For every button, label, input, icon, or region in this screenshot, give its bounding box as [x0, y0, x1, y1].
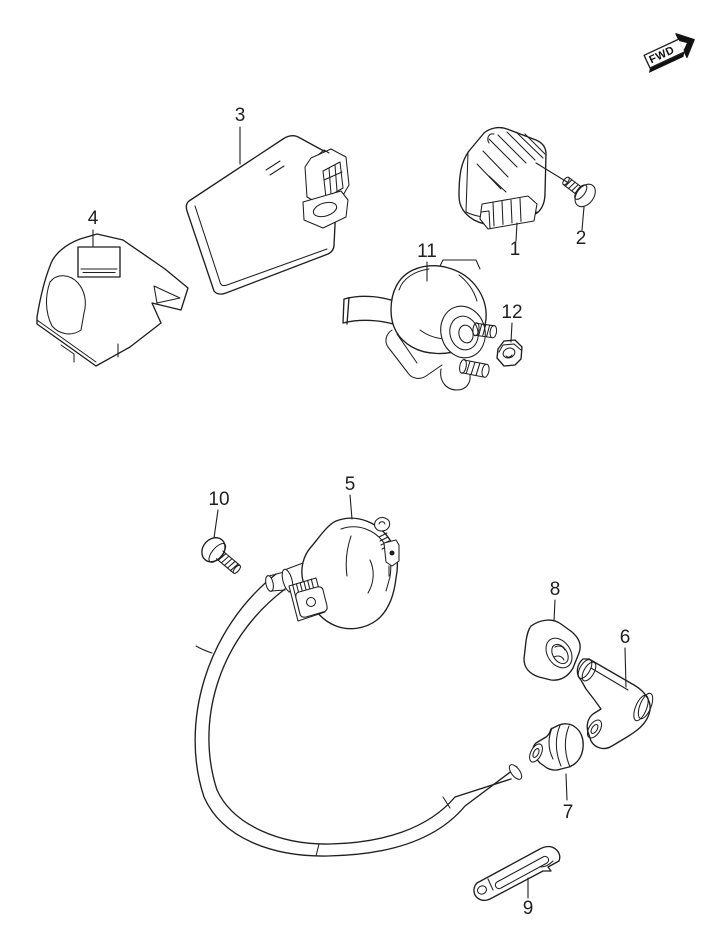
part-terminal-cap [523, 619, 581, 681]
relay-face-outer [440, 305, 486, 359]
fwd-arrow-head-notch [679, 41, 687, 51]
cdi-box-rounded-edge [194, 205, 328, 287]
plugcap-end-ring-1 [577, 659, 593, 679]
part-regulator-rectifier [458, 126, 568, 230]
lead-outer-curve [194, 573, 518, 857]
callout-9-label: 9 [523, 898, 534, 919]
clamp-slot [494, 855, 550, 890]
relay-bottom-boss [440, 368, 471, 391]
callout-5-label: 5 [345, 474, 356, 495]
part-screw-10 [201, 537, 241, 574]
callout-12-leader [510, 322, 513, 343]
fwd-arrow-shadow [648, 51, 685, 73]
callout-12-label: 12 [501, 302, 522, 323]
clamp-details [487, 860, 554, 891]
relay-wire-harness [342, 295, 408, 330]
mount-arch-cutout [45, 275, 86, 335]
callout-8-leader [553, 599, 556, 622]
regulator-connector-pins [480, 197, 522, 229]
clamp-hole [477, 885, 487, 895]
cdi-connector-upper-pins [322, 161, 344, 199]
nut-hole-chamfer [505, 354, 513, 358]
relay-face-mid [449, 315, 479, 351]
callout-6-label: 6 [620, 627, 631, 648]
part-cdi-unit [185, 135, 350, 295]
callout-labels: 3 4 1 2 11 12 10 5 8 6 7 9 [88, 105, 631, 919]
plugcap-end-ring-2 [581, 661, 597, 682]
screw10-head-rim [208, 543, 227, 563]
callout-7-label: 7 [563, 802, 574, 823]
callout-6-leader [624, 647, 627, 688]
cap8-opening-inner [551, 643, 569, 665]
regulator-fins [476, 131, 546, 193]
relay-bracket-tab [438, 259, 481, 270]
coil-mount-plate [295, 586, 328, 618]
callout-10-leader [213, 509, 219, 539]
callout-5-leader [349, 494, 353, 520]
callout-2-label: 2 [576, 228, 587, 249]
callout-1-label: 1 [510, 239, 521, 260]
coil-terminal-detail [378, 521, 391, 550]
lead-segment-joints [195, 645, 451, 857]
relay-terminal-stud-top [472, 322, 498, 339]
cdi-connector-latch [317, 149, 330, 156]
part-mount-cushion [36, 233, 189, 367]
coil-lead-cap [265, 575, 274, 592]
part-screw-2 [562, 176, 596, 208]
callout-1-leader [515, 222, 518, 242]
fwd-marker: FWD [643, 33, 695, 73]
grommet-tip-hole [532, 748, 540, 758]
callout-10-label: 10 [208, 489, 229, 510]
coil-terminal-hole [389, 550, 395, 556]
cdi-connector-lower-socket [312, 201, 338, 218]
coil-terminal-spade [374, 517, 391, 532]
part-starter-relay [342, 259, 498, 391]
nut-top-face [498, 343, 522, 353]
mount-top-pad-lines [80, 268, 118, 274]
spark-plug-lead [194, 573, 523, 857]
cdi-connector-lower [302, 190, 349, 229]
part-nut-12 [496, 339, 523, 367]
grommet-ridges [548, 724, 571, 768]
regulator-fin-hook [487, 133, 495, 144]
callout-11-label: 11 [417, 241, 437, 262]
relay-mount-plate [385, 329, 443, 379]
lead-inner-curve [208, 588, 512, 845]
plugcap-seam [590, 667, 629, 691]
cap8-opening-outer [545, 637, 573, 669]
part-ignition-coil [265, 517, 400, 630]
regulator-screw-pointer [535, 162, 568, 183]
cap8-thread-arcs [553, 645, 566, 661]
nut-hole [502, 347, 516, 359]
callout-7-leader [565, 773, 568, 801]
callout-leaders [92, 126, 627, 899]
part-clamp [473, 845, 561, 902]
cdi-box-hatch [265, 160, 285, 176]
callout-8-label: 8 [550, 579, 561, 600]
screw10-threads [217, 553, 239, 572]
cdi-box-body [185, 135, 339, 295]
callout-3-label: 3 [235, 105, 246, 126]
grommet-tip [529, 743, 543, 763]
relay-terminal-stud-bottom [459, 358, 490, 378]
screw2-threads [564, 179, 583, 194]
clamp-body [473, 845, 561, 902]
plugcap-opening-inner [590, 724, 599, 734]
coil-mount-hole [305, 596, 317, 608]
mount-wing-cutout [153, 285, 181, 304]
callout-4-label: 4 [88, 208, 99, 229]
nut-hex-body [496, 339, 523, 367]
part-spark-plug-cap [576, 658, 654, 750]
screw2-head-rim [574, 184, 588, 200]
plugcap-opening-outer [586, 719, 603, 739]
coil-lead-tube [268, 571, 286, 592]
callout-2-leader [581, 206, 585, 231]
lead-end-cut [508, 764, 523, 780]
mount-base-edge [36, 319, 119, 363]
screw10-tip [232, 564, 241, 574]
plugcap-elbow-ring-2 [637, 692, 654, 720]
screw2-head [574, 183, 596, 208]
part-lead-grommet [529, 723, 584, 771]
